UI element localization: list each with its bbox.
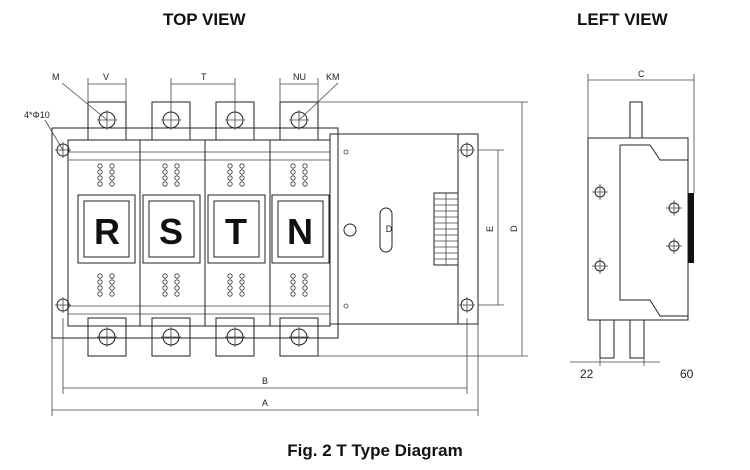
phase-label-n: N [287, 211, 313, 252]
label-c: C [638, 69, 645, 79]
phase-box-s: S [142, 194, 201, 264]
side-top-terminal [629, 101, 643, 139]
side-hole [666, 238, 682, 254]
left-view-title: LEFT VIEW [577, 10, 668, 29]
phase-label-t: T [225, 211, 247, 252]
side-dim-right: 60 [680, 367, 694, 381]
base-plate [51, 127, 339, 339]
top-terminal [87, 101, 127, 141]
phase-box-n: N [271, 194, 330, 264]
label-a: A [262, 398, 268, 408]
vent-pattern-lower [97, 273, 308, 297]
label-t: T [201, 72, 207, 82]
label-holes: 4*Φ10 [24, 110, 50, 120]
side-hole [592, 184, 608, 200]
label-v: V [103, 72, 109, 82]
bottom-terminal [215, 317, 255, 357]
dimension-lines [44, 78, 528, 416]
bottom-terminal [151, 317, 191, 357]
label-d: D [509, 225, 519, 232]
svg-text:D: D [386, 224, 393, 234]
phase-box-r: R [77, 194, 136, 264]
side-hole [592, 258, 608, 274]
slot-handle [379, 207, 393, 253]
phase-box-t: T [207, 194, 266, 264]
side-indicator-bar [688, 193, 694, 263]
bottom-terminal [87, 317, 127, 357]
left-view: C 22 60 [570, 69, 695, 381]
side-dimension-lines [570, 74, 695, 366]
phase-label-r: R [94, 211, 120, 252]
top-view: R S T N D [24, 72, 528, 416]
side-hole [666, 200, 682, 216]
side-dim-left: 22 [580, 367, 594, 381]
mounting-hole [459, 142, 475, 158]
top-view-title: TOP VIEW [163, 10, 246, 29]
side-bottom-terminal [599, 319, 615, 359]
label-km: KM [326, 72, 340, 82]
label-e: E [485, 226, 495, 232]
side-body [587, 137, 689, 321]
connector-block [433, 192, 459, 266]
label-b: B [262, 376, 268, 386]
label-nu: NU [293, 72, 306, 82]
figure-caption: Fig. 2 T Type Diagram [287, 441, 463, 460]
knob-circle [343, 223, 357, 237]
mounting-hole [459, 297, 475, 313]
bottom-terminal [279, 317, 319, 357]
phase-label-s: S [159, 211, 183, 252]
vent-pattern-upper [97, 163, 308, 187]
mounting-hole [55, 297, 71, 313]
label-m: M [52, 72, 60, 82]
side-bottom-terminal [629, 319, 645, 359]
